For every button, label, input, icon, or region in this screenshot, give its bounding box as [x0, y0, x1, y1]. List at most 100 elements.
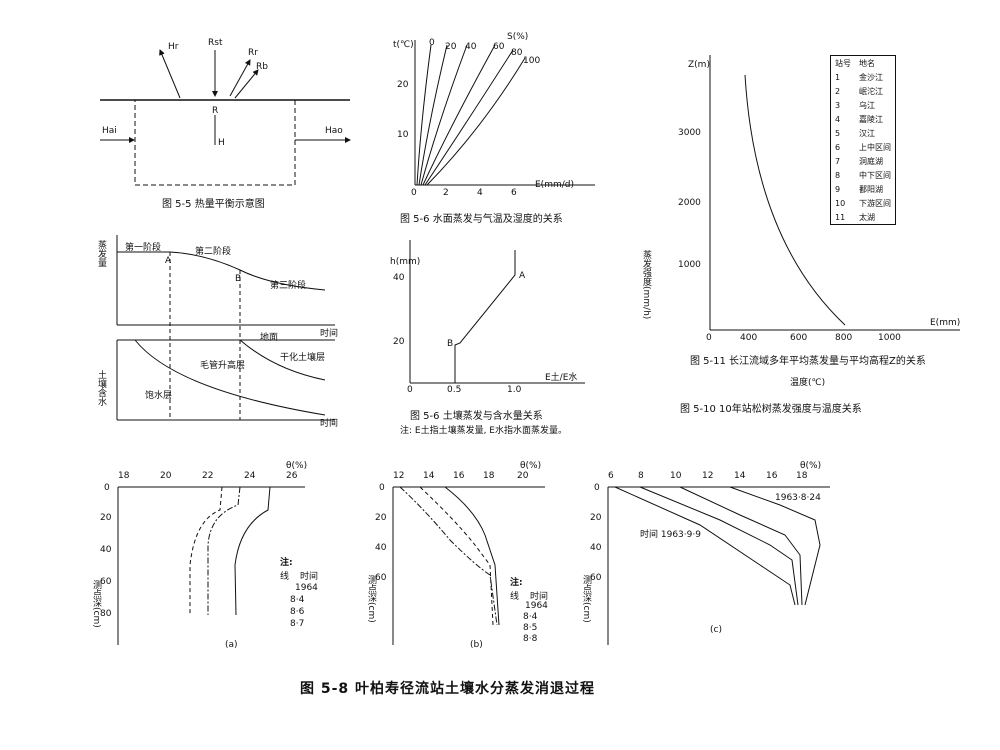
label-r: R — [212, 106, 219, 116]
fig58b-xtick: 14 — [423, 471, 435, 481]
fig58a-ytick: 20 — [100, 513, 112, 523]
label-hao: Hao — [325, 126, 343, 136]
fig58b-note-row: 8·4 — [523, 612, 538, 622]
fig58b-xtick: 12 — [393, 471, 405, 481]
fig58b-xtick: 18 — [483, 471, 495, 481]
legend-no: 4 — [835, 114, 841, 124]
fig58c-xtick: 12 — [702, 471, 714, 481]
legend-name: 岷沱江 — [859, 86, 883, 96]
fig58c-xtick: 8 — [638, 471, 644, 481]
fig58a-ytick: 60 — [100, 577, 112, 587]
legend-name: 乌江 — [859, 100, 875, 110]
legend-no: 2 — [835, 86, 841, 96]
stage1-label: 第一阶段 — [125, 243, 162, 253]
fig58a-xtick: 24 — [244, 471, 256, 481]
fig511-xtick: 800 — [835, 333, 853, 343]
fig58c-xtick: 10 — [670, 471, 682, 481]
fig58b-ytick: 40 — [375, 543, 387, 553]
fig56a-caption: 图 5-6 水面蒸发与气温及湿度的关系 — [400, 214, 563, 225]
fig511-x2label: 温度(℃) — [790, 378, 826, 388]
fig58c-xtick: 16 — [766, 471, 778, 481]
fig58c-date1: 1963·8·24 — [775, 493, 821, 503]
legend-name: 太湖 — [859, 212, 875, 222]
label-h: H — [218, 138, 225, 148]
fig58c-ytick: 20 — [590, 513, 602, 523]
fig58c-xtick: 6 — [608, 471, 614, 481]
fig58a-note-col: 时间 — [300, 572, 319, 582]
fig58a-theta: θ(%) — [286, 461, 308, 471]
fig56a-xtick: 2 — [443, 188, 449, 198]
label-rr: Rr — [248, 48, 258, 58]
fig58b: 12 14 16 18 20 θ(%) 0 20 40 60 测点深(cm) 注… — [365, 461, 575, 665]
fig58c-xtick: 18 — [796, 471, 808, 481]
fig58c-plot — [607, 486, 830, 645]
fig58a-note-row: 8·7 — [290, 619, 305, 629]
fig56a-xlabel: E(mm/d) — [535, 180, 574, 190]
fig56a-ylabel: t(℃) — [393, 40, 414, 50]
fig58a-ytick: 40 — [100, 545, 112, 555]
fig58c-xtick: 14 — [734, 471, 746, 481]
fig56b-xlabel: E土/E水 — [545, 373, 578, 383]
fig58a-xtick: 26 — [286, 471, 298, 481]
fig58b-ylabel: 测点深(cm) — [366, 575, 376, 623]
fig511-y2label: 蒸发强度(mm/h) — [641, 250, 651, 320]
fig58b-note-title: 注: — [510, 578, 523, 588]
legend-head: 站号 — [835, 58, 851, 68]
fig58-caption: 图 5-8 叶柏寿径流站土壤水分蒸发消退过程 — [300, 681, 596, 697]
fig58a-note-title: 注: — [280, 558, 293, 568]
stage-ground: 地面 — [260, 333, 279, 343]
legend-name: 中下区间 — [859, 170, 891, 180]
evaporation-stage-figure: 蒸发量 土壤含水 第一阶段 第二阶段 第三阶段 A B 时间 时间 地面 干化土… — [95, 230, 365, 430]
legend-name: 汉江 — [859, 128, 875, 138]
fig58b-note-row: 8·8 — [523, 634, 538, 644]
stage2-label: 第二阶段 — [195, 247, 232, 257]
fig56a-xtick: 4 — [477, 188, 483, 198]
legend-no: 8 — [835, 170, 841, 180]
legend-name: 上中区间 — [859, 142, 891, 152]
fig56b-xtick: 0.5 — [447, 385, 462, 395]
stage-time-1: 时间 — [320, 329, 339, 339]
stage-y-top: 蒸发量 — [96, 240, 106, 267]
fig56a-curve-label: 20 — [445, 42, 457, 52]
stage3-label: 第三阶段 — [270, 281, 307, 291]
fig55-caption: 图 5-5 热量平衡示意图 — [162, 199, 265, 210]
fig56a-plot — [414, 40, 595, 186]
fig511-plot — [709, 55, 960, 331]
legend-head: 地名 — [859, 58, 875, 68]
legend-no: 7 — [835, 156, 841, 166]
stage-point-a: A — [165, 256, 172, 266]
stage-time-2: 时间 — [320, 419, 339, 429]
fig58b-xtick: 16 — [453, 471, 465, 481]
label-rb: Rb — [256, 62, 268, 72]
fig58b-note-col: 线 — [510, 592, 520, 602]
fig56a-s-label: S(%) — [507, 32, 529, 42]
legend-name: 嘉陵江 — [859, 114, 883, 124]
fig56b-note: 注: E土指土壤蒸发量, E水指水面蒸发量。 — [400, 426, 567, 436]
fig56a-ytick: 10 — [397, 130, 409, 140]
label-hr: Hr — [168, 42, 179, 52]
fig58c-theta: θ(%) — [800, 461, 822, 471]
stage-diagram — [116, 235, 335, 421]
fig58b-note-year: 1964 — [525, 601, 548, 611]
fig56b-ytick: 40 — [393, 273, 405, 283]
fig510-caption: 图 5-10 10年站松树蒸发强度与温度关系 — [680, 404, 862, 415]
fig58c-ytick: 0 — [594, 483, 600, 493]
legend-no: 11 — [835, 212, 846, 222]
layer-dry: 干化土壤层 — [280, 353, 326, 363]
label-rst: Rst — [208, 38, 223, 48]
fig56a-curve-label: 0 — [429, 38, 435, 48]
fig58a-plot — [117, 486, 305, 645]
legend-name: 鄱阳湖 — [859, 184, 883, 194]
fig511-ytick: 1000 — [678, 260, 701, 270]
fig56a-curve-label: 100 — [523, 56, 541, 66]
fig58a-xtick: 22 — [202, 471, 214, 481]
fig56b-ytick: 20 — [393, 337, 405, 347]
fig58c: 6 8 10 12 14 16 18 θ(%) 0 20 40 60 测点深(c… — [580, 461, 840, 665]
fig58a-note-year: 1964 — [295, 583, 318, 593]
fig58a-ytick: 80 — [100, 609, 112, 619]
fig58a-xtick: 20 — [160, 471, 172, 481]
legend-name: 金沙江 — [859, 72, 883, 82]
fig58a-note-row: 8·6 — [290, 607, 305, 617]
